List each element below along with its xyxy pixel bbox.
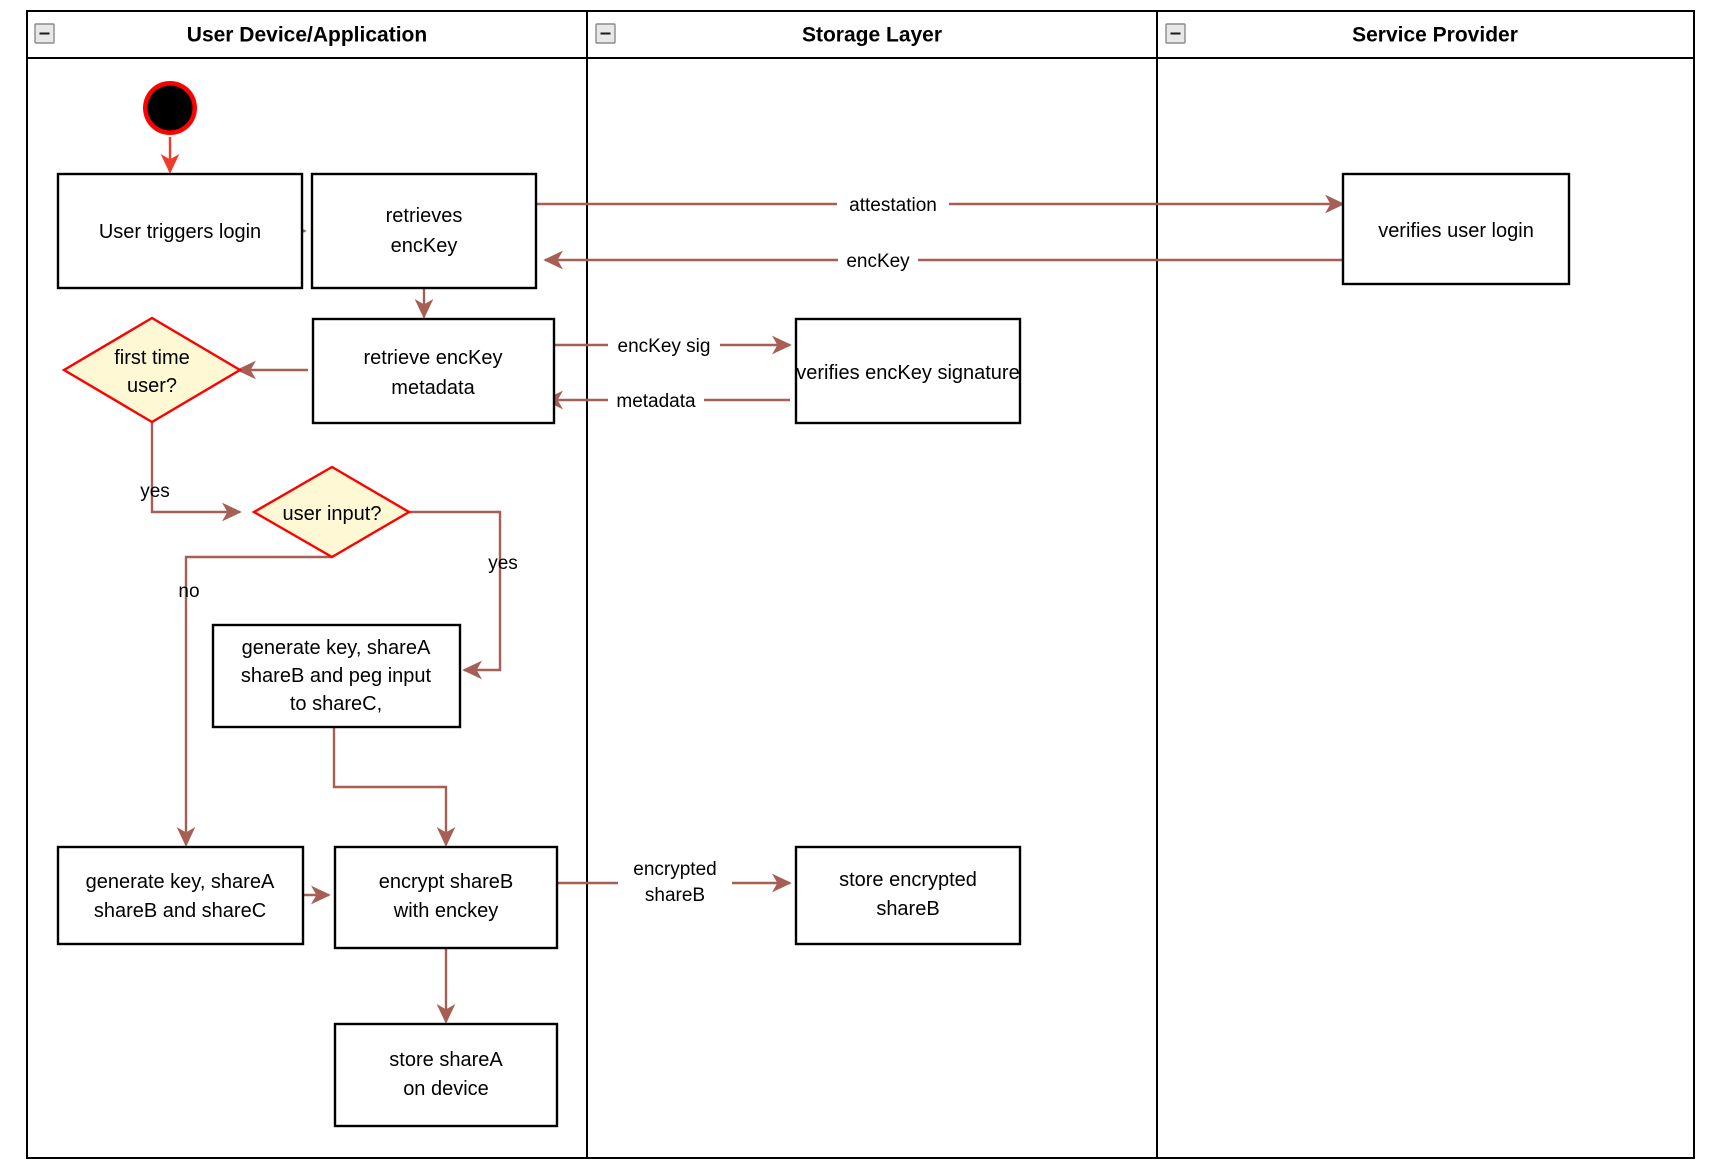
- edge-label-encrypted-shareb: encrypted shareB: [618, 855, 732, 909]
- edge-firsttime-yes: [150, 417, 242, 522]
- node-verifies-user-login[interactable]: verifies user login: [1341, 172, 1571, 286]
- node-label-line1: first time: [114, 347, 190, 369]
- node-label: verifies user login: [1378, 220, 1534, 242]
- edge-label-yes-userinput: yes: [488, 553, 518, 574]
- swimlane-body-storage-layer: [586, 10, 1158, 1159]
- node-label-line1: generate key, shareA: [242, 637, 431, 659]
- edge-label-enckey-sig: encKey sig: [608, 333, 720, 358]
- node-generate-peg-input[interactable]: generate key, shareA shareB and peg inpu…: [211, 623, 462, 729]
- swimlane-header-storage-layer: [586, 10, 1158, 59]
- swimlane-title-service-provider: Service Provider: [1352, 24, 1518, 47]
- edge-label-attestation: attestation: [837, 192, 949, 217]
- collapse-minus-icon[interactable]: [34, 23, 55, 44]
- node-user-triggers-login[interactable]: User triggers login: [56, 172, 304, 290]
- edge-label-text-line1: encrypted: [633, 859, 716, 880]
- node-retrieves-enckey[interactable]: retrieves encKey: [310, 172, 538, 290]
- edge-label-text: encKey: [846, 251, 910, 272]
- node-label-line2: with enckey: [393, 900, 499, 922]
- edge-label-text: yes: [140, 481, 170, 502]
- swimlane-title-storage-layer: Storage Layer: [802, 24, 942, 47]
- node-label: User triggers login: [99, 221, 261, 243]
- edge-label-no-userinput: no: [178, 581, 199, 602]
- node-label-line2: shareB and peg input: [241, 665, 432, 687]
- node-label-line2: on device: [403, 1078, 489, 1100]
- edge-peg-to-encrypt: [332, 727, 456, 847]
- edge-label-text: metadata: [616, 391, 696, 412]
- node-label: verifies encKey signature: [796, 362, 1019, 384]
- edge-label-yes-firsttime: yes: [140, 481, 170, 502]
- node-generate-sharec[interactable]: generate key, shareA shareB and shareC: [56, 845, 305, 946]
- collapse-minus-icon[interactable]: [1165, 23, 1186, 44]
- node-store-sharea[interactable]: store shareA on device: [333, 1022, 559, 1128]
- node-label-line2: shareB: [876, 898, 939, 920]
- swimlane-title-user-device: User Device/Application: [187, 24, 427, 47]
- edge-label-text-line2: shareB: [645, 885, 705, 906]
- node-label-line1: generate key, shareA: [86, 871, 275, 893]
- edge-label-text: encKey sig: [618, 336, 711, 357]
- node-label-line1: store shareA: [389, 1049, 503, 1071]
- edge-userinput-no: [176, 555, 332, 847]
- node-label-line1: store encrypted: [839, 869, 977, 891]
- swimlane-header-service-provider: [1156, 10, 1695, 59]
- node-label: user input?: [283, 503, 382, 525]
- node-label-line1: encrypt shareB: [379, 871, 514, 893]
- node-verifies-enckey-signature[interactable]: verifies encKey signature: [794, 317, 1022, 425]
- node-label-line1: retrieves: [386, 205, 463, 227]
- edge-label-metadata: metadata: [608, 388, 704, 413]
- node-store-encrypted-shareb[interactable]: store encrypted shareB: [794, 845, 1022, 946]
- node-user-input[interactable]: user input?: [251, 465, 412, 559]
- node-retrieve-enckey-metadata[interactable]: retrieve encKey metadata: [311, 317, 556, 425]
- node-label-line1: retrieve encKey: [364, 347, 503, 369]
- edge-userinput-yes: [409, 510, 502, 680]
- node-label-line3: to shareC,: [290, 693, 382, 715]
- edge-label-enckey: encKey: [838, 248, 918, 273]
- node-label-line2: metadata: [391, 377, 475, 399]
- node-label-line2: encKey: [391, 235, 458, 257]
- node-encrypt-shareb[interactable]: encrypt shareB with enckey: [333, 845, 559, 950]
- node-label-line2: shareB and shareC: [94, 900, 266, 922]
- start-node[interactable]: [143, 81, 197, 135]
- swimlane-storage-layer[interactable]: Storage Layer: [586, 10, 1158, 1159]
- edge-label-text: no: [178, 581, 199, 602]
- edge-label-text: yes: [488, 553, 518, 574]
- edge-label-text: attestation: [849, 195, 937, 216]
- node-first-time-user[interactable]: first time user?: [61, 316, 243, 424]
- collapse-minus-icon[interactable]: [595, 23, 616, 44]
- swimlane-header-user-device: [26, 10, 588, 59]
- node-label-line2: user?: [127, 375, 177, 397]
